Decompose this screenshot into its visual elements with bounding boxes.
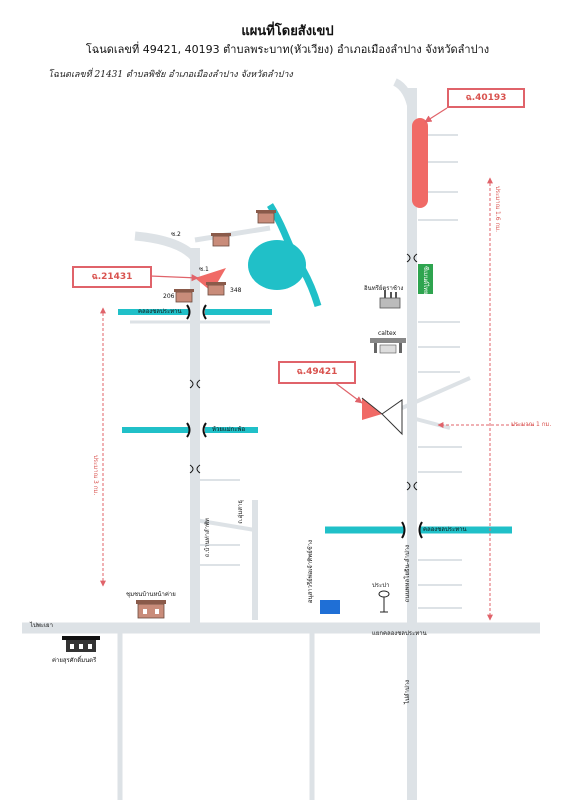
canal-3-label: คลองชลประทาน xyxy=(423,526,467,533)
road-tha-lampat-label: ถ.บ้านท่าลำพัท xyxy=(204,518,211,558)
pond xyxy=(248,240,306,290)
house-icon xyxy=(206,282,226,296)
house-icon xyxy=(256,210,276,224)
canal-1-label: คลองชลประทาน xyxy=(138,308,182,315)
caltex-label: caltex xyxy=(378,330,397,337)
canal-2-label: ห้วยแม่กะพ้อ xyxy=(212,426,246,433)
water-tower-icon xyxy=(378,590,390,613)
soi-2-label: ซ.2 xyxy=(171,231,181,238)
west-road-top xyxy=(134,231,199,262)
house-icon xyxy=(211,233,231,247)
road-ohm-label: ถ.อุ่มสาธุ xyxy=(237,500,244,524)
main-road-label: ถนนพหลโยธิน-ลำปาง xyxy=(404,545,411,603)
cement-factory-label: อินทรีย์ตราช้าง xyxy=(364,285,404,292)
factory-icon xyxy=(379,290,401,309)
diag-road xyxy=(401,376,471,410)
distance-label-3km: ประมาณ 3 กม. xyxy=(92,455,99,496)
distance-label-1km: ประมาณ 1 กม. xyxy=(511,421,552,428)
parcel-49421-outline xyxy=(381,399,403,436)
parcel-label-21431: ฉ.21431 xyxy=(72,266,152,288)
diag-road-2 xyxy=(411,416,451,430)
side-road-b xyxy=(194,518,256,532)
monument-icon xyxy=(320,600,340,614)
bridges xyxy=(186,304,423,539)
to-phayao-label: ไปพะเยา xyxy=(30,622,53,629)
gas-station-icon xyxy=(370,338,406,354)
camp-icon xyxy=(62,636,100,652)
parcel-label-49421: ฉ.49421 xyxy=(278,361,356,384)
waterworks-label: ประปา xyxy=(372,582,390,589)
soi-1-label: ซ.1 xyxy=(199,266,209,273)
store-icon xyxy=(418,264,433,294)
distance-label-1-6km: ประมาณ 1.6 กม. xyxy=(494,186,501,232)
parcel-21431 xyxy=(195,268,226,292)
parcel-49421 xyxy=(362,398,382,420)
map-subtitle: โฉนดเลขที่ 49421, 40193 ตำบลพระบาท(หัวเว… xyxy=(85,43,490,56)
break-marks xyxy=(189,253,418,491)
junction-label: แยกคลองชลประทาน xyxy=(372,630,427,637)
handwritten-note: โฉนดเลขที่ 21431 ตำบลพิชัย อำเภอเมืองลำป… xyxy=(48,70,293,80)
main-road-top-curve xyxy=(393,78,416,111)
house-icon xyxy=(136,600,166,619)
house-icon xyxy=(174,289,194,303)
soi-2 xyxy=(194,225,271,243)
map-title: แผนที่โดยสังเขป xyxy=(241,24,334,39)
green-store-label: ซีเมนต์ไทย xyxy=(422,266,429,295)
callout-arrows xyxy=(149,107,448,404)
parcel-40193 xyxy=(412,118,428,208)
monument-label: อนุสาวรีย์พ่อเจ้าทิพย์ช้าง xyxy=(307,540,314,604)
roads xyxy=(22,78,540,800)
community-label: ชุมชนบ้านหน้าค่าย xyxy=(126,591,176,598)
camp-label: ค่ายสุรศักดิ์มนตรี xyxy=(52,657,97,664)
house-348-label: 348 xyxy=(230,287,242,294)
distance-arrows xyxy=(100,177,534,621)
parcel-label-40193: ฉ.40193 xyxy=(447,88,525,108)
to-lampang-label: ไปลำปาง xyxy=(404,680,411,704)
house-206-label: 206 xyxy=(163,293,175,300)
